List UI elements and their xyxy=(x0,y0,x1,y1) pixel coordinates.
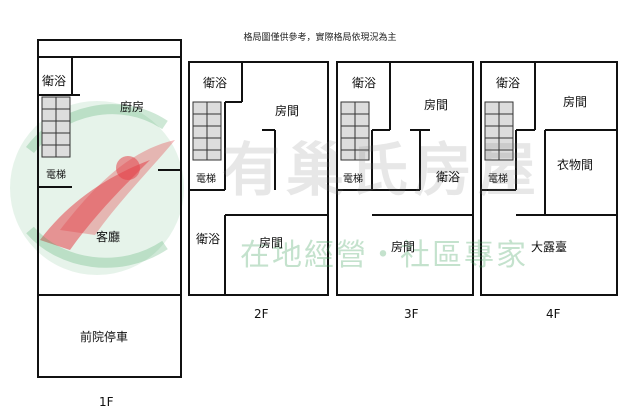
room-3f-bedroom-bottom: 房間 xyxy=(391,240,416,254)
crane-bird-logo-icon xyxy=(10,101,184,275)
room-3f-bath-top: 衛浴 xyxy=(352,76,377,90)
floor-2f-walls xyxy=(188,61,329,296)
floor-3f-walls xyxy=(336,61,474,296)
floor-label-1f: 1F xyxy=(99,395,114,409)
room-4f-elevator: 電梯 xyxy=(488,174,508,185)
room-2f-bedroom-top: 房間 xyxy=(275,104,300,118)
room-3f-elevator: 電梯 xyxy=(343,174,363,185)
room-4f-closet: 衣物間 xyxy=(557,158,594,172)
room-1f-parking: 前院停車 xyxy=(80,330,129,344)
stairs-icon xyxy=(192,101,222,161)
room-3f-bedroom-top: 房間 xyxy=(424,98,449,112)
floor-label-4f: 4F xyxy=(546,307,561,321)
room-2f-bedroom-bottom: 房間 xyxy=(259,236,284,250)
floor-label-2f: 2F xyxy=(254,307,269,321)
watermark-subtitle: 在地經營‧社區專家 xyxy=(240,238,528,273)
room-3f-bath-mid: 衛浴 xyxy=(436,170,461,184)
floor-label-3f: 3F xyxy=(404,307,419,321)
watermark-title: 有巢氏房屋 xyxy=(222,136,543,204)
stairs-icon xyxy=(484,101,514,161)
stairs-icon xyxy=(340,101,370,161)
room-1f-bath: 衛浴 xyxy=(42,74,67,88)
room-1f-kitchen: 廚房 xyxy=(120,100,145,114)
room-4f-bedroom: 房間 xyxy=(563,95,588,109)
room-1f-elevator: 電梯 xyxy=(46,170,66,181)
disclaimer-note: 格局圖僅供參考，實際格局依現況為主 xyxy=(243,33,397,43)
room-2f-bath-bottom: 衛浴 xyxy=(196,232,221,246)
floor-4f-walls xyxy=(480,61,618,296)
room-1f-living: 客廳 xyxy=(96,230,121,244)
room-2f-bath-top: 衛浴 xyxy=(203,76,228,90)
room-2f-elevator: 電梯 xyxy=(196,174,216,185)
stairs-icon xyxy=(41,96,71,158)
floor-1f-walls xyxy=(37,39,182,378)
room-4f-bath: 衛浴 xyxy=(496,76,521,90)
room-4f-terrace: 大露臺 xyxy=(531,240,568,254)
